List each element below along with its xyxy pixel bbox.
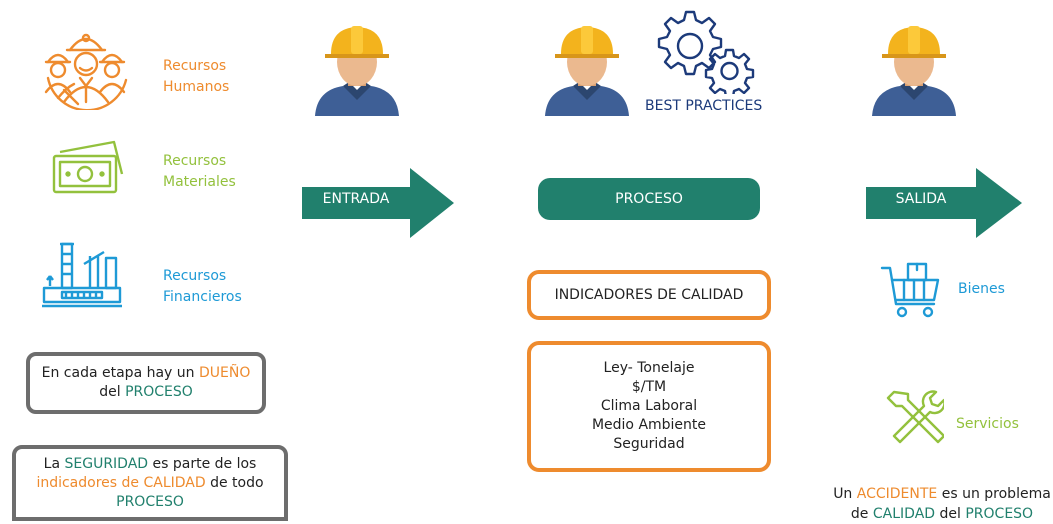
money-icon bbox=[52, 140, 124, 194]
quality-indicators-title: INDICADORES DE CALIDAD bbox=[554, 286, 744, 303]
gears-icon bbox=[657, 10, 755, 94]
factory-icon bbox=[42, 242, 122, 308]
owner-note-text-2: del bbox=[99, 384, 126, 400]
accident-note-text-2: es un problema bbox=[937, 486, 1051, 502]
shopping-cart-icon bbox=[880, 262, 940, 318]
safety-note-text-3: de todo bbox=[205, 474, 264, 491]
quality-indicators-list-box: Ley- Tonelaje $/TM Clima Laboral Medio A… bbox=[527, 341, 771, 472]
tools-icon bbox=[886, 390, 944, 444]
safety-note-text-2: es parte de los bbox=[148, 455, 257, 472]
worker-avatar-process bbox=[545, 26, 629, 116]
quality-item: Medio Ambiente bbox=[591, 417, 707, 433]
process-keyword-3: PROCESO bbox=[965, 506, 1034, 522]
accident-note-text: Un bbox=[833, 486, 857, 502]
owner-note-box: En cada etapa hay un DUEÑO del PROCESO bbox=[26, 352, 266, 414]
safety-note-box: La SEGURIDAD es parte de los indicadores… bbox=[12, 445, 288, 521]
process-keyword-2: PROCESO bbox=[116, 493, 184, 510]
accident-keyword: ACCIDENTE bbox=[856, 486, 938, 502]
worker-avatar-input bbox=[315, 26, 399, 116]
best-practices-label: BEST PRACTICES bbox=[645, 98, 763, 114]
quality-item: Ley- Tonelaje bbox=[603, 360, 695, 376]
accident-note-text-4: del bbox=[935, 506, 966, 522]
output-arrow-label: SALIDA bbox=[895, 191, 947, 207]
input-arrow bbox=[302, 168, 454, 238]
output-arrow bbox=[866, 168, 1022, 238]
safety-keyword: SEGURIDAD bbox=[64, 455, 149, 472]
owner-note-text: En cada etapa hay un bbox=[41, 365, 199, 381]
output-goods-label: Bienes bbox=[958, 281, 1005, 297]
quality-keyword: CALIDAD bbox=[872, 506, 936, 522]
safety-note-text: La bbox=[43, 455, 65, 472]
owner-keyword: DUEÑO bbox=[198, 365, 251, 381]
accident-note: Un ACCIDENTE es un problema de CALIDAD d… bbox=[822, 484, 1053, 524]
input-arrow-label: ENTRADA bbox=[322, 191, 390, 207]
quality-item: $/TM bbox=[631, 379, 667, 395]
quality-indicators-keyword: indicadores de CALIDAD bbox=[36, 474, 206, 491]
accident-note-text-3: de bbox=[850, 506, 873, 522]
worker-avatar-output bbox=[872, 26, 956, 116]
quality-item: Seguridad bbox=[613, 436, 685, 452]
workers-icon bbox=[44, 33, 128, 110]
output-services-label: Servicios bbox=[956, 416, 1019, 432]
process-pill: PROCESO bbox=[538, 178, 760, 220]
quality-item: Clima Laboral bbox=[600, 398, 698, 414]
quality-indicators-title-box: INDICADORES DE CALIDAD bbox=[527, 270, 771, 320]
process-keyword: PROCESO bbox=[125, 384, 193, 400]
